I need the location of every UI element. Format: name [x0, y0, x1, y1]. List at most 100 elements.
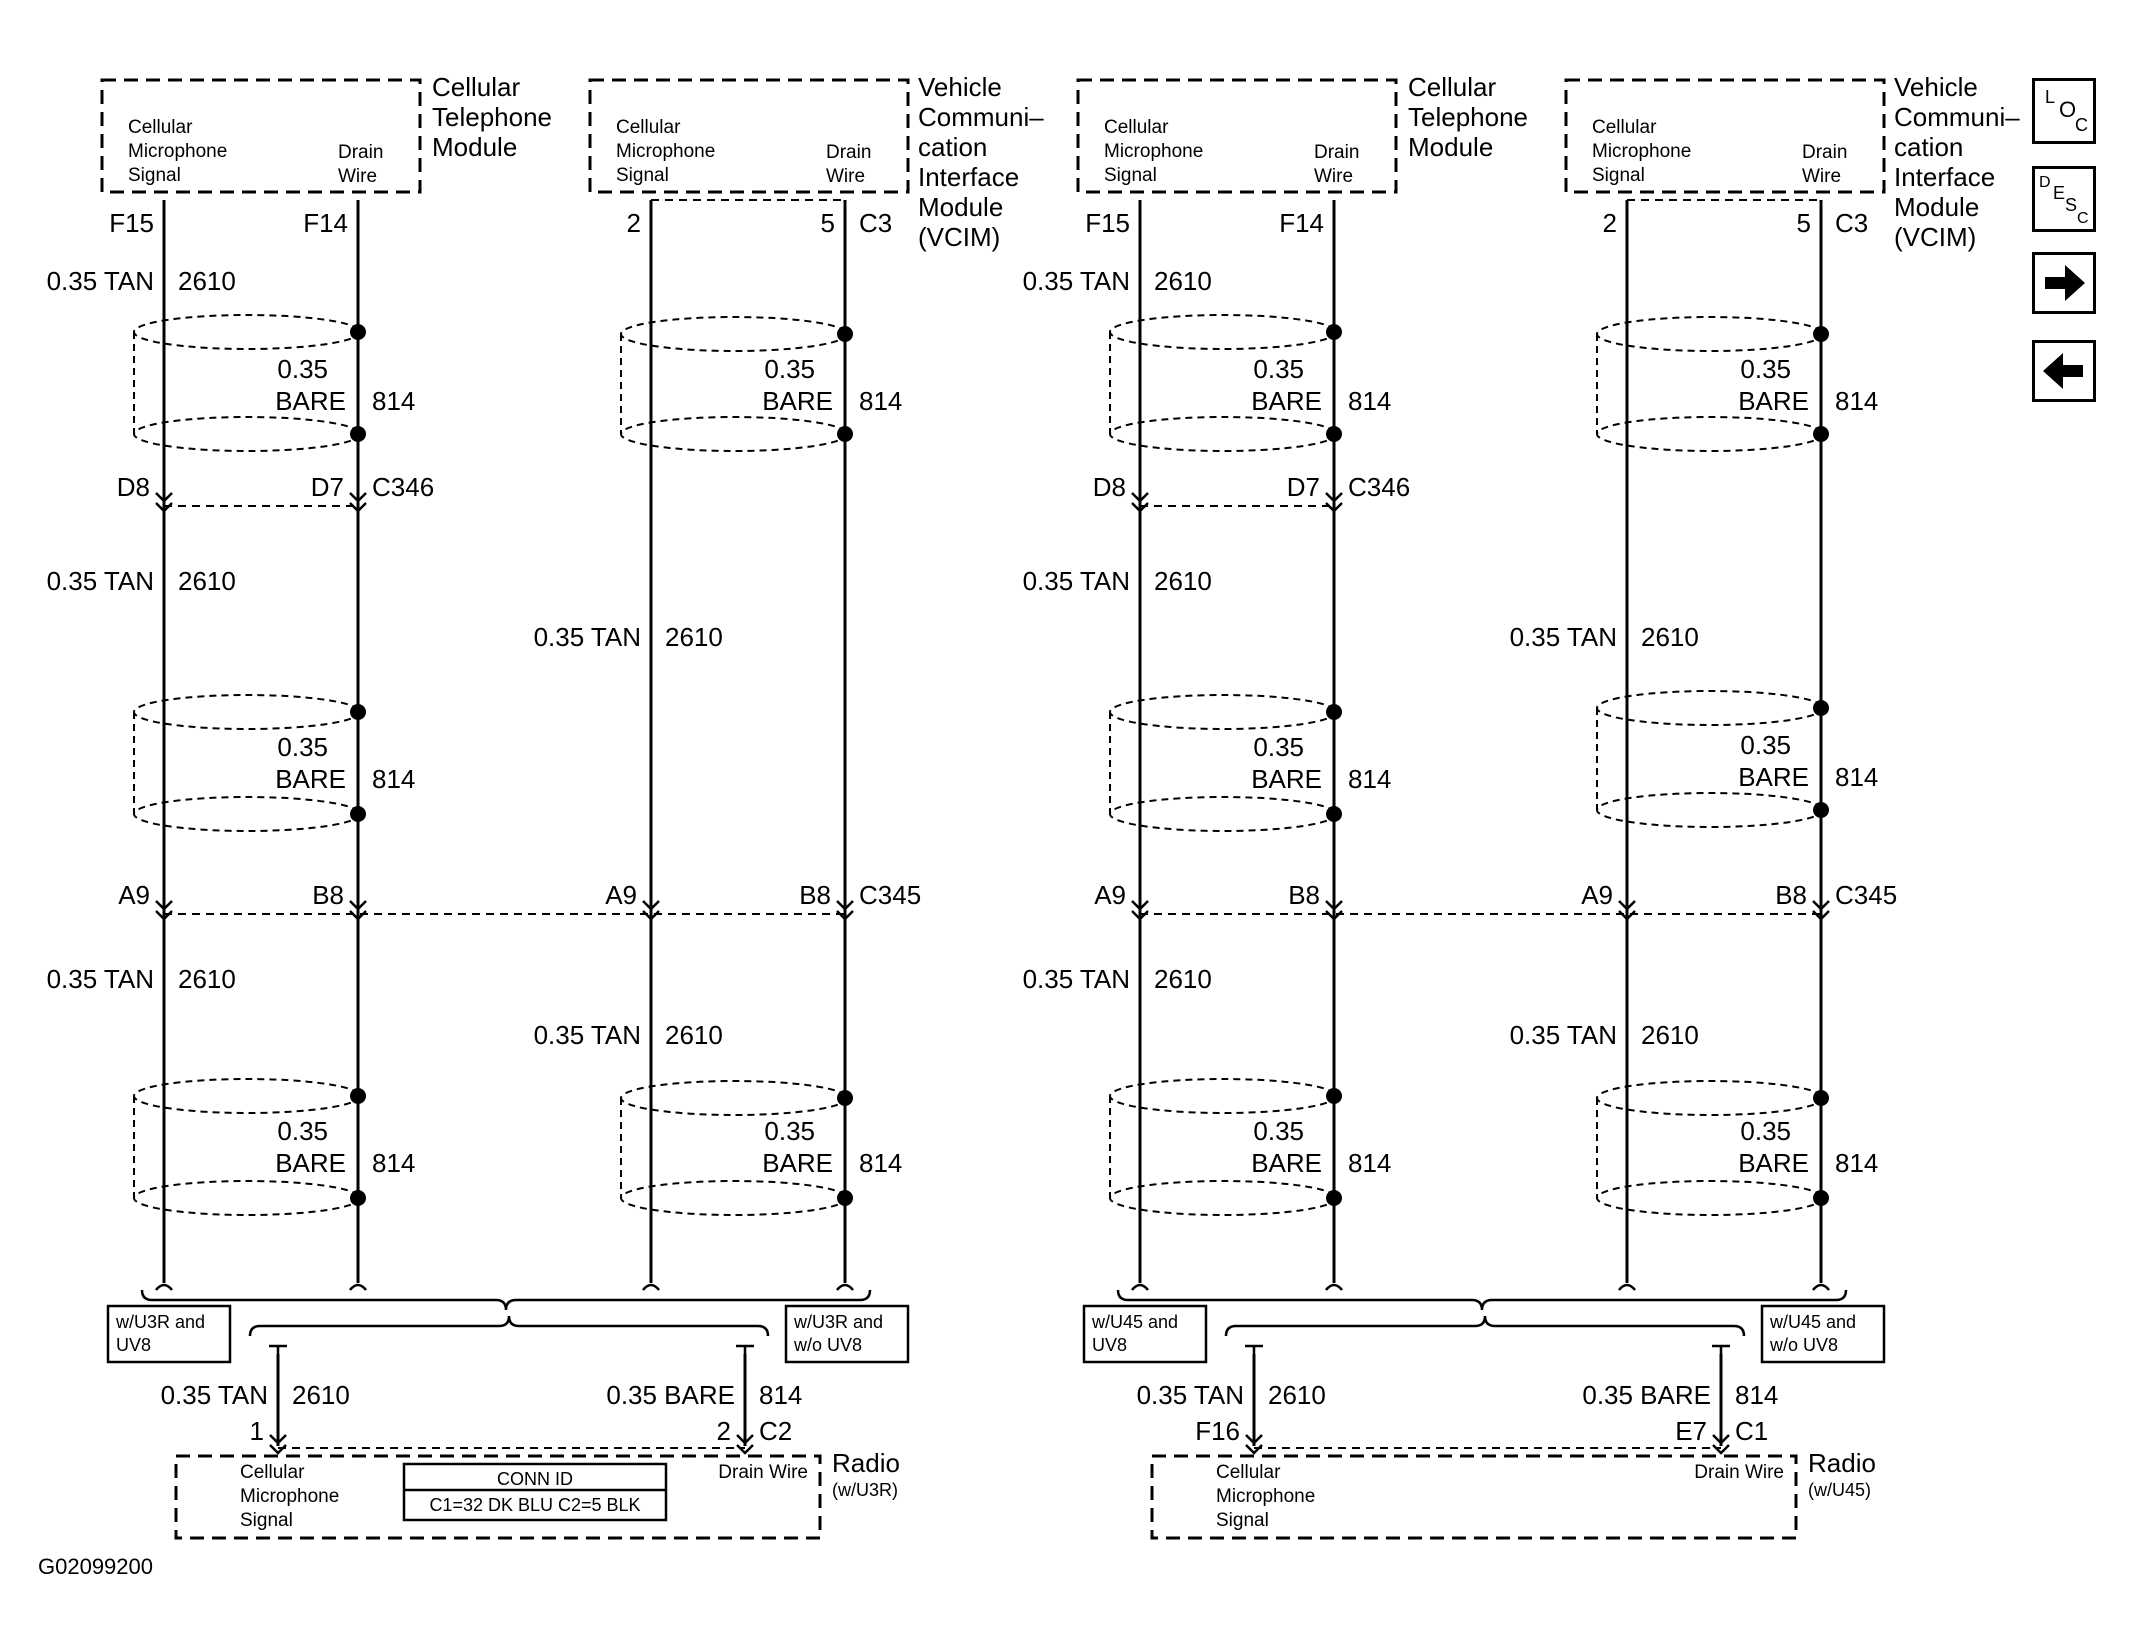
wire-size-bare: 0.35 BARE: [606, 1380, 735, 1410]
svg-text:L: L: [2045, 87, 2055, 107]
vcim-connector-box: [588, 78, 910, 194]
splice-node: [350, 704, 366, 720]
wire-end: [642, 1283, 660, 1291]
shield-bottom: [1596, 416, 1824, 452]
pin-label-signal: Microphone: [1216, 1486, 1315, 1507]
circuit-814: 814: [759, 1380, 802, 1410]
wire-size-tan: 0.35 TAN: [47, 266, 154, 296]
vcim-title: Communi–: [1894, 102, 2020, 132]
ctm-title: Module: [1408, 132, 1493, 162]
wire-size-bare: 0.35: [277, 354, 328, 384]
circuit-814: 814: [372, 764, 415, 794]
pin-label-drain: Wire: [826, 166, 865, 187]
radio-title: Radio: [1808, 1448, 1876, 1478]
radio-pin: 1: [250, 1416, 264, 1446]
option-box: [784, 1304, 910, 1364]
pin-label-signal: Cellular: [1104, 117, 1169, 138]
wire-size-bare: 0.35: [1740, 354, 1791, 384]
splice-node: [1813, 802, 1829, 818]
circuit-814: 814: [859, 1148, 902, 1178]
loc-button[interactable]: L O C: [2032, 78, 2096, 144]
circuit-814: 814: [859, 386, 902, 416]
splice-node: [837, 326, 853, 342]
vcim-title: (VCIM): [1894, 222, 1976, 252]
shield-bottom: [1109, 796, 1337, 832]
shield-bottom: [1109, 1180, 1337, 1216]
pin-label-drain: Wire: [338, 166, 377, 187]
wire-size-tan: 0.35 TAN: [1023, 566, 1130, 596]
shield-top: [133, 314, 361, 350]
desc-icon: D E S C: [2039, 174, 2089, 227]
conn-id-table: [402, 1462, 668, 1522]
wire-size-bare: 0.35: [1253, 1116, 1304, 1146]
desc-button[interactable]: D E S C: [2032, 166, 2096, 232]
svg-text:S: S: [2065, 195, 2077, 215]
circuit-2610: 2610: [665, 622, 723, 652]
circuit-2610: 2610: [665, 1020, 723, 1050]
circuit-814: 814: [1348, 764, 1391, 794]
pin-label-signal: Signal: [616, 165, 669, 186]
pin-label-signal: Signal: [1216, 1510, 1269, 1531]
pin-2: 2: [627, 208, 641, 238]
pin-label-signal: Signal: [128, 165, 181, 186]
wire-size-tan: 0.35 TAN: [534, 622, 641, 652]
circuit-2610: 2610: [1154, 266, 1212, 296]
circuit-2610: 2610: [178, 266, 236, 296]
connector-chevron: [1712, 1434, 1730, 1455]
vcim-title: (VCIM): [918, 222, 1000, 252]
circuit-2610: 2610: [178, 964, 236, 994]
wire-end: [1325, 1283, 1343, 1291]
pin-label-drain: Drain: [1314, 142, 1359, 163]
wire-size-bare: 0.35 BARE: [1582, 1380, 1711, 1410]
option-label: w/U45 and: [1769, 1312, 1856, 1332]
wire-color-bare: BARE: [1738, 762, 1809, 792]
pin-label-drain: Drain: [826, 142, 871, 163]
svg-text:O: O: [2059, 97, 2076, 122]
wire-end: [349, 1283, 367, 1291]
shield-top: [133, 1078, 361, 1114]
pin-label-signal: Cellular: [1592, 117, 1657, 138]
prev-page-button[interactable]: [2032, 340, 2096, 402]
ctm-title: Telephone: [1408, 102, 1528, 132]
pin-label-drain: Drain Wire: [1694, 1462, 1784, 1483]
shield-bottom: [133, 416, 361, 452]
wire-size-tan: 0.35 TAN: [1023, 964, 1130, 994]
diagram-id: G02099200: [38, 1554, 153, 1579]
wire-end: [1618, 1283, 1636, 1291]
wire-size-bare: 0.35: [764, 1116, 815, 1146]
splice-node: [837, 1190, 853, 1206]
circuit-814: 814: [1735, 1380, 1778, 1410]
circuit-2610: 2610: [292, 1380, 350, 1410]
vcim-connector-box: [1564, 78, 1886, 194]
brace: [1224, 1315, 1746, 1337]
option-box: [1082, 1304, 1208, 1364]
circuit-814: 814: [1835, 386, 1878, 416]
ctm-connector-box: [100, 78, 422, 194]
pin-5: 5: [1797, 208, 1811, 238]
option-box: [106, 1304, 232, 1364]
wire-size-tan: 0.35 TAN: [534, 1020, 641, 1050]
wire-end: [836, 1283, 854, 1291]
pin-b8: B8: [799, 880, 831, 910]
vcim-title: Module: [918, 192, 1003, 222]
next-page-button[interactable]: [2032, 252, 2096, 314]
wire-size-tan: 0.35 TAN: [1510, 622, 1617, 652]
shield-top: [620, 1080, 848, 1116]
wire-color-bare: BARE: [275, 386, 346, 416]
pin-f15: F15: [1085, 208, 1130, 238]
splice-node: [1813, 1090, 1829, 1106]
wire-color-bare: BARE: [762, 1148, 833, 1178]
shield-bottom: [1109, 416, 1337, 452]
wire-end: [155, 1283, 173, 1291]
radio-title: Radio: [832, 1448, 900, 1478]
pin-label-signal: Microphone: [128, 141, 227, 162]
ctm-title: Telephone: [432, 102, 552, 132]
shield-top: [1596, 316, 1824, 352]
shield-top: [1109, 1078, 1337, 1114]
pin-f14: F14: [1279, 208, 1324, 238]
option-label: UV8: [116, 1335, 151, 1355]
splice-node: [350, 1190, 366, 1206]
arrow-right-icon: [2045, 265, 2085, 301]
radio-connector: C1: [1735, 1416, 1768, 1446]
loc-icon: L O C: [2045, 87, 2088, 135]
